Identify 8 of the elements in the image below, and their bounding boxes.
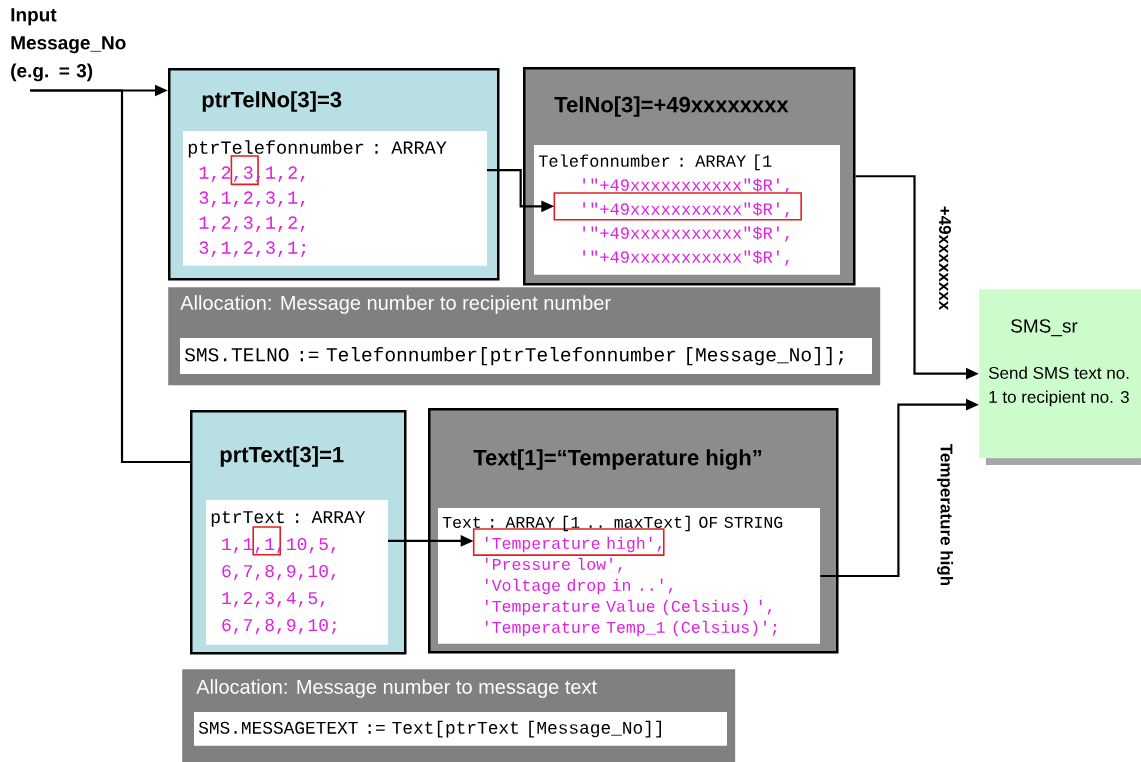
function-box: SMS_sr Send SMS text no. 1 to recipient no. 3 [979,289,1141,465]
code-listing: SMS.TELNO := Telefonnumber[ptrTelefonnumber [Message_No]]; [180,338,872,374]
code-listing: SMS.MESSAGETEXT := Text[ptrText [Message_No]] [194,712,727,746]
edge-label: Temperature high [937,444,953,586]
code-listing: Telefonnumber : ARRAY [1 '"+49xxxxxxxxxxx"$R', '"+49xxxxxxxxxxx"$R', '"+49xxxxxxxxxxx"$R', '"+49xxxxxxxxxxx"$R', [534,145,840,275]
input-label: Input Message_No (e.g. = 3) [11,8,126,82]
edge-label: +49xxxxxxxx [939,206,951,311]
code-listing: Text : ARRAY [1 .. maxText] OF STRING 'Temperature high', 'Pressure low', 'Voltage drop in ..', 'Temperature Value (Celsius) ', 'Temperature Temp_1 (Celsius)'; [438,508,820,644]
